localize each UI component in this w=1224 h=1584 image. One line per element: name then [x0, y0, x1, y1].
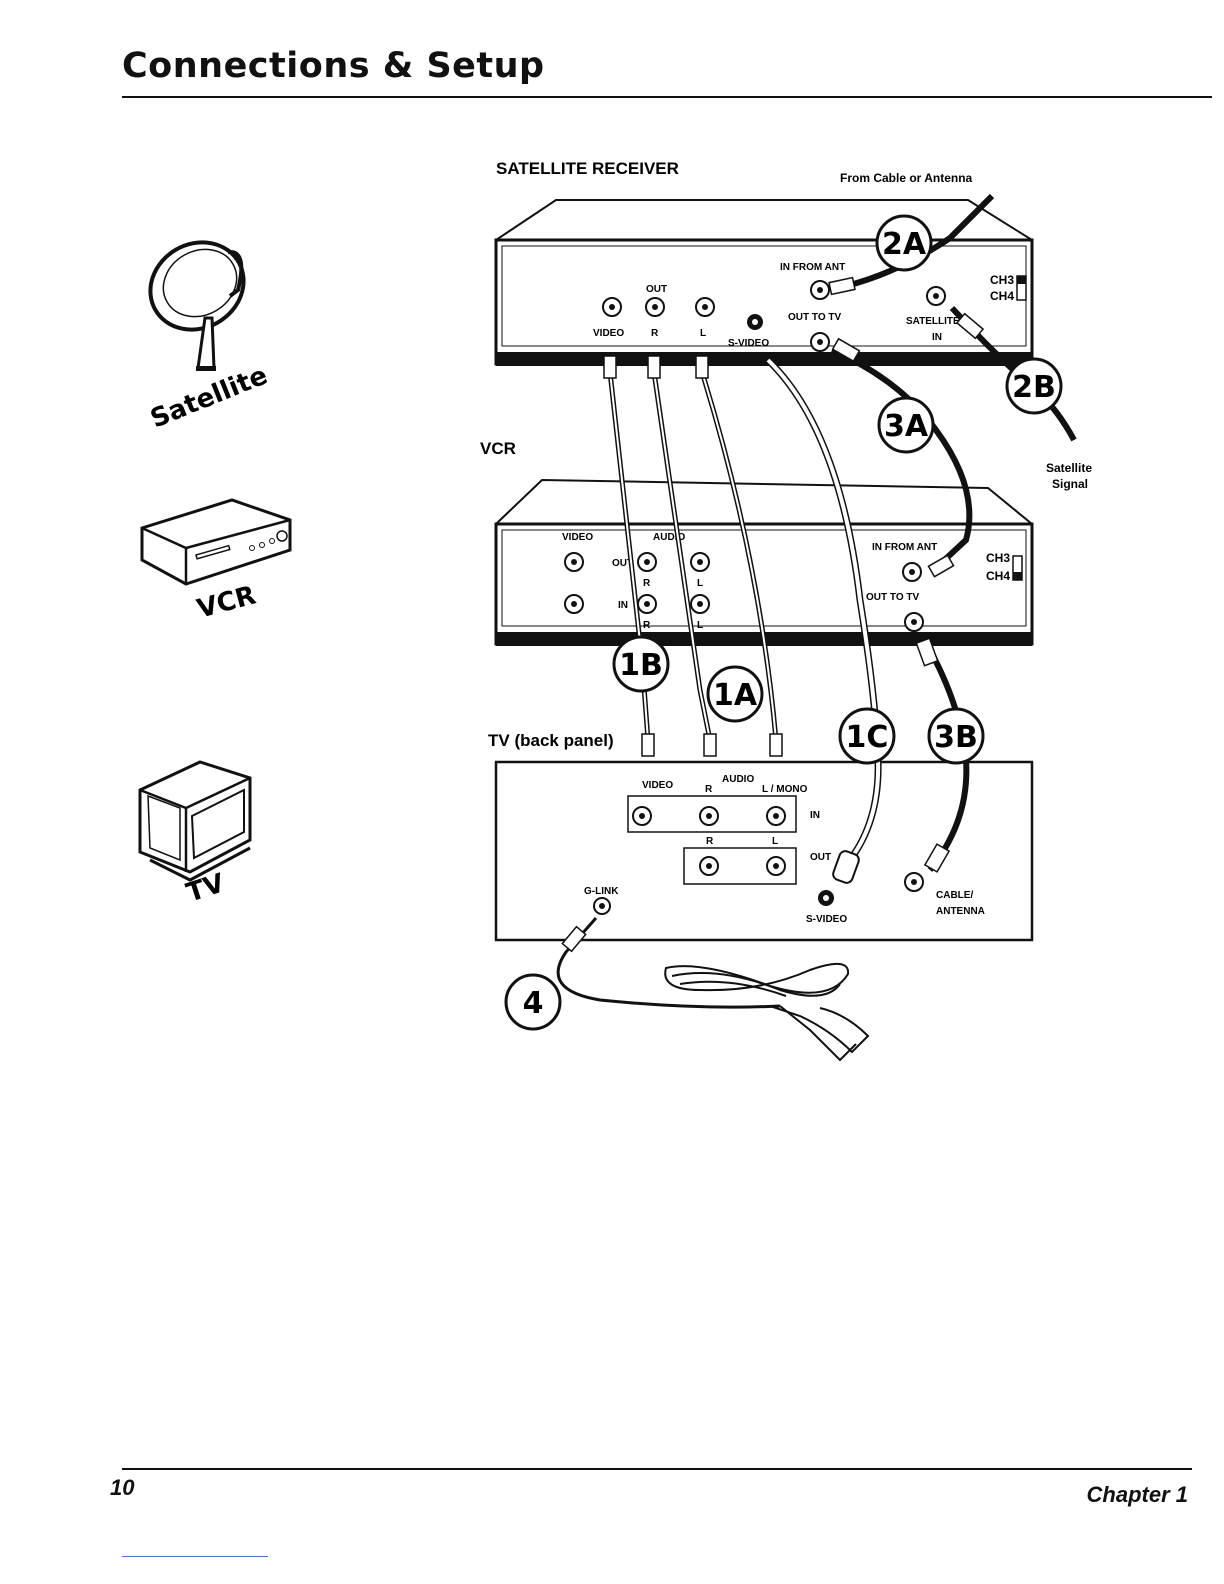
- vcr-channel-switch: [1012, 555, 1023, 581]
- vcr-unit: [494, 478, 1034, 646]
- vcr-icon: [140, 498, 292, 586]
- tv-audio-out-r-jack: [699, 856, 719, 876]
- tv-out-l-label: L: [772, 836, 778, 847]
- receiver-svideo-jack: [747, 314, 763, 330]
- vcr-ch4-label: CH4: [986, 569, 1010, 583]
- vcr-r-label-2: R: [643, 620, 651, 631]
- receiver-in-from-ant-label: IN FROM ANT: [780, 262, 845, 273]
- vcr-r-label: R: [643, 578, 651, 589]
- badge-2b: 2B: [1005, 357, 1063, 415]
- footer-rule: [122, 1468, 1192, 1470]
- tv-audio-label: AUDIO: [722, 774, 754, 785]
- vcr-in-label: IN: [618, 600, 628, 611]
- tv-glink-label: G-LINK: [584, 886, 619, 897]
- tv-audio-in-l-jack: [766, 806, 786, 826]
- satellite-dish-icon: [148, 240, 246, 371]
- vcr-video-out-jack: [564, 552, 584, 572]
- page-number: 10: [110, 1475, 135, 1500]
- receiver-l-label: L: [700, 328, 706, 339]
- receiver-audio-l-jack: [695, 297, 715, 317]
- tv-title: TV (back panel): [488, 731, 614, 750]
- vcr-audio-in-l-jack: [690, 594, 710, 614]
- tv-audio-in-r-jack: [699, 806, 719, 826]
- tv-l-mono-label: L / MONO: [762, 784, 808, 795]
- vcr-audio-out-r-jack: [637, 552, 657, 572]
- header-rule: [122, 96, 1212, 98]
- vcr-in-from-ant-jack: [902, 562, 922, 582]
- tv-glink-jack: [593, 897, 611, 915]
- vcr-label: VCR: [194, 580, 259, 624]
- vcr-l-label-2: L: [697, 620, 703, 631]
- satellite-signal-label-line1: Satellite: [1046, 461, 1092, 475]
- tv-out-r-label: R: [706, 836, 714, 847]
- from-cable-label: From Cable or Antenna: [840, 171, 973, 185]
- tv-svideo-label: S-VIDEO: [806, 914, 847, 925]
- tv-cable-antenna-jack: [904, 872, 924, 892]
- receiver-r-label: R: [651, 328, 659, 339]
- receiver-ch4-label: CH4: [990, 289, 1014, 303]
- badge-4: 4: [504, 973, 562, 1031]
- svg-text:4: 4: [523, 986, 544, 1021]
- receiver-out-label: OUT: [646, 284, 667, 295]
- tv-audio-out-l-jack: [766, 856, 786, 876]
- receiver-video-label: VIDEO: [593, 328, 624, 339]
- tv-icon: [138, 760, 252, 882]
- tv-cable-label: CABLE/: [936, 890, 973, 901]
- receiver-svideo-label: S-VIDEO: [728, 338, 769, 349]
- tv-svideo-jack: [818, 890, 834, 906]
- badge-1c: 1C: [838, 707, 896, 765]
- vcr-audio-out-l-jack: [690, 552, 710, 572]
- tv-label: TV: [183, 868, 228, 908]
- tv-video-label: VIDEO: [642, 780, 673, 791]
- badge-1a: 1A: [706, 665, 764, 723]
- tv-video-in-jack: [632, 806, 652, 826]
- svg-text:3B: 3B: [934, 720, 978, 755]
- svg-text:2B: 2B: [1012, 370, 1056, 405]
- vcr-in-from-ant-label: IN FROM ANT: [872, 542, 937, 553]
- receiver-satellite-in-jack: [926, 286, 946, 306]
- receiver-out-to-tv-jack: [810, 332, 830, 352]
- vcr-out-to-tv-jack: [904, 612, 924, 632]
- svg-text:1C: 1C: [846, 720, 889, 755]
- satellite-label: Satellite: [146, 361, 271, 435]
- cable-4: [556, 917, 781, 1009]
- satellite-signal-label-line2: Signal: [1052, 477, 1088, 491]
- receiver-title: SATELLITE RECEIVER: [496, 159, 679, 178]
- tv-r-label: R: [705, 784, 713, 795]
- glink-cable-coil: [664, 963, 870, 1062]
- svg-text:2A: 2A: [882, 227, 927, 262]
- vcr-audio-label: AUDIO: [653, 532, 685, 543]
- receiver-channel-switch: [1016, 275, 1027, 301]
- vcr-out-label: OUT: [612, 558, 633, 569]
- vcr-out-to-tv-label: OUT TO TV: [866, 592, 919, 603]
- svg-text:1A: 1A: [713, 678, 758, 713]
- chapter-label: Chapter 1: [1086, 1482, 1188, 1507]
- vcr-l-label: L: [697, 578, 703, 589]
- badge-3a: 3A: [877, 396, 935, 454]
- receiver-ch3-label: CH3: [990, 273, 1014, 287]
- cable-3a: [830, 347, 973, 569]
- page-title: Connections & Setup: [122, 46, 545, 86]
- tv-out-label: OUT: [810, 852, 831, 863]
- tv-antenna-label: ANTENNA: [936, 906, 985, 917]
- receiver-audio-r-jack: [645, 297, 665, 317]
- vcr-title: VCR: [480, 439, 516, 458]
- badge-2a: 2A: [875, 214, 933, 272]
- receiver-in-from-ant-jack: [810, 280, 830, 300]
- vcr-video-in-jack: [564, 594, 584, 614]
- receiver-in-label: IN: [932, 332, 942, 343]
- vcr-audio-in-r-jack: [637, 594, 657, 614]
- svg-text:1B: 1B: [619, 648, 663, 683]
- svg-text:3A: 3A: [884, 409, 929, 444]
- tv-in-label: IN: [810, 810, 820, 821]
- badge-3b: 3B: [927, 707, 985, 765]
- link-underline: [122, 1556, 268, 1557]
- receiver-video-jack: [602, 297, 622, 317]
- vcr-ch3-label: CH3: [986, 551, 1010, 565]
- vcr-video-label: VIDEO: [562, 532, 593, 543]
- badge-1b: 1B: [612, 635, 670, 693]
- receiver-satellite-label: SATELLITE: [906, 316, 960, 327]
- receiver-out-to-tv-label: OUT TO TV: [788, 312, 841, 323]
